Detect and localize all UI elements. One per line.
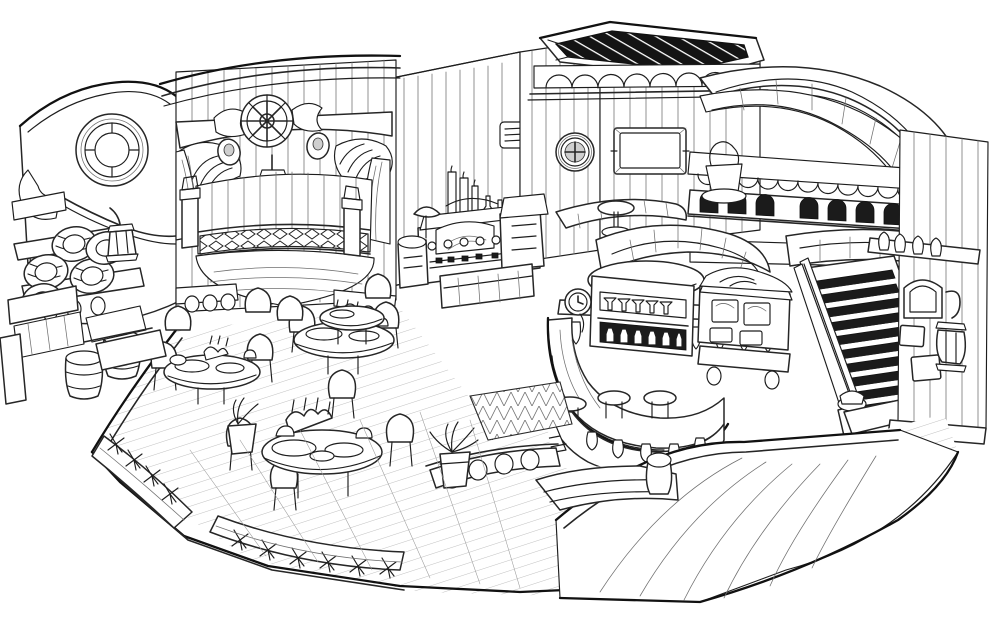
floor-barrel: [64, 350, 104, 400]
left-balustrade: [0, 285, 167, 405]
food-platter: [169, 335, 257, 374]
dining-table[interactable]: [150, 305, 274, 405]
dining-table[interactable]: [276, 295, 385, 345]
flower-vase: [701, 141, 747, 204]
stove: [397, 235, 429, 289]
lattice-skylight-vent: [527, 20, 771, 101]
wall-clock-icon: [564, 288, 592, 333]
flower: [161, 483, 179, 505]
ships-wheel-icon: [240, 94, 294, 148]
wall-frame[interactable]: [898, 324, 926, 348]
chair[interactable]: [385, 413, 415, 467]
flower: [289, 547, 307, 569]
wall-frame[interactable]: [903, 279, 943, 319]
barrel: [23, 254, 69, 290]
hook-lantern-icon: [935, 290, 967, 373]
chair[interactable]: [164, 305, 192, 331]
arch-boss-right: [306, 132, 330, 160]
buffet-sideboard[interactable]: [397, 165, 549, 309]
bar-stool[interactable]: [643, 390, 677, 419]
food-platter: [271, 397, 373, 462]
flower: [319, 551, 337, 573]
bar-counter[interactable]: [469, 275, 730, 477]
chair[interactable]: [327, 369, 357, 419]
potted-plant: [227, 397, 259, 455]
framed-picture[interactable]: [610, 127, 690, 175]
chair[interactable]: [244, 287, 272, 313]
bar-stool[interactable]: [597, 390, 631, 419]
porthole-window[interactable]: [555, 132, 595, 172]
dining-floor-deck: [90, 308, 960, 604]
wall-lantern-icon: [105, 207, 139, 263]
arch-boss-left: [217, 138, 241, 166]
curb-newel: [645, 452, 673, 495]
stage-post-right: [341, 185, 363, 257]
flower-planters: [91, 397, 405, 579]
mushroom-lamp-icon: [413, 206, 441, 239]
barrel: [69, 258, 115, 294]
flower: [349, 555, 367, 577]
chair[interactable]: [364, 273, 392, 299]
flower: [231, 529, 249, 551]
chair[interactable]: [276, 295, 304, 321]
gable-medallion-icon: [75, 113, 149, 187]
flower: [259, 539, 277, 561]
flower: [125, 449, 143, 471]
flower: [379, 557, 397, 579]
wall-frame[interactable]: [910, 354, 942, 382]
flower: [143, 465, 161, 487]
bar-step-curb: [535, 452, 679, 511]
side-cabinet[interactable]: [697, 267, 793, 390]
flower: [107, 433, 125, 455]
stage-post-left: [179, 175, 201, 249]
